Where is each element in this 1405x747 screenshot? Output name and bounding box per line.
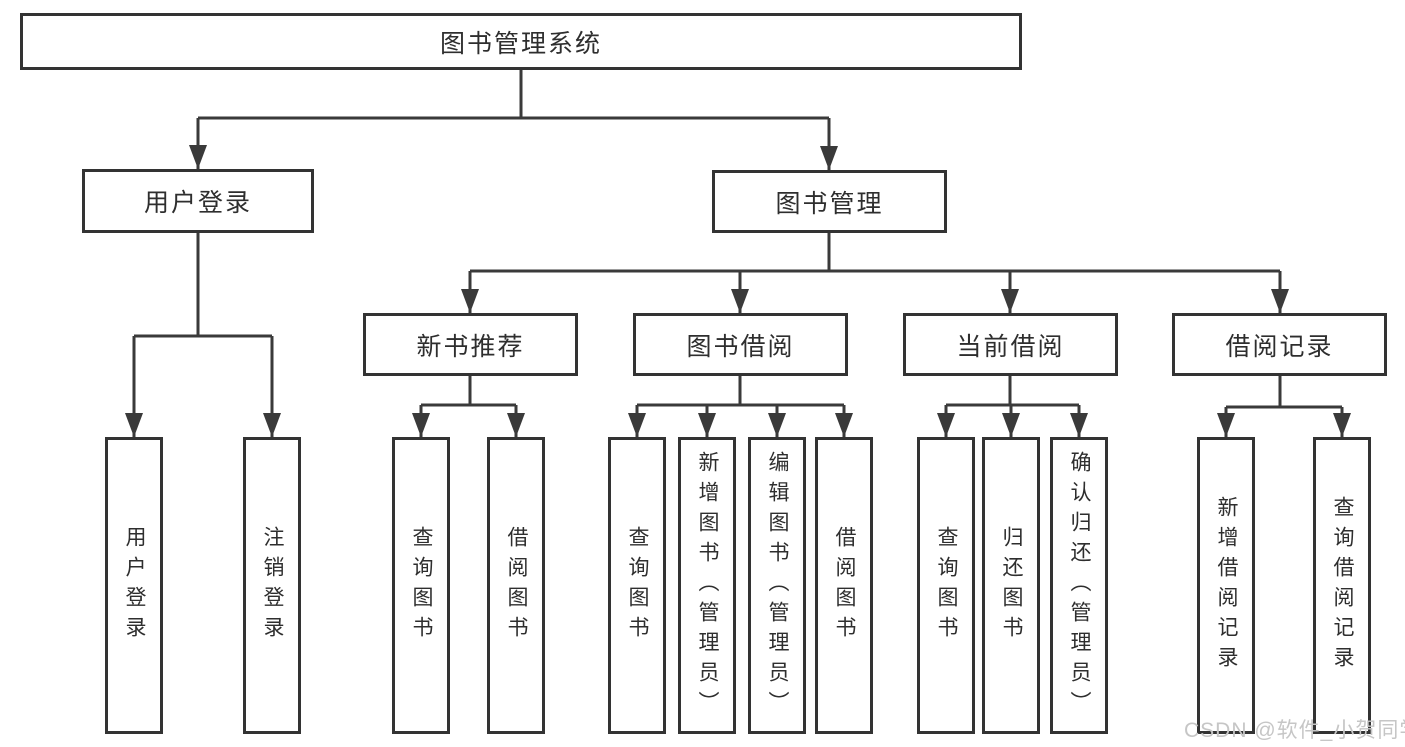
node-book-borrow: 图书借阅 <box>633 313 848 376</box>
node-new-book-recommend: 新书推荐 <box>363 313 578 376</box>
watermark-text: CSDN @软件_小贺同学 <box>1184 719 1405 742</box>
node-leaf-query-books-borrow: 查询图书 <box>608 437 666 734</box>
node-leaf-query-borrow-record: 查询借阅记录 <box>1313 437 1371 734</box>
node-user-login-branch: 用户登录 <box>82 169 314 233</box>
connector-new-book-recommend <box>412 376 525 437</box>
node-current-borrow: 当前借阅 <box>903 313 1118 376</box>
connector-root <box>189 70 838 170</box>
node-leaf-borrow-books-recommend: 借阅图书 <box>487 437 545 734</box>
node-borrow-records: 借阅记录 <box>1172 313 1387 376</box>
connector-book-management <box>461 233 1289 313</box>
node-book-management-branch: 图书管理 <box>712 170 947 233</box>
node-leaf-query-books-current: 查询图书 <box>917 437 975 734</box>
node-leaf-confirm-return-admin: 确认归还（管理员） <box>1050 437 1108 734</box>
node-leaf-borrow-books: 借阅图书 <box>815 437 873 734</box>
node-library-management-system: 图书管理系统 <box>20 13 1022 70</box>
node-leaf-logout: 注销登录 <box>243 437 301 734</box>
node-leaf-add-book-admin: 新增图书（管理员） <box>678 437 736 734</box>
node-leaf-edit-book-admin: 编辑图书（管理员） <box>748 437 806 734</box>
node-leaf-query-books-recommend: 查询图书 <box>392 437 450 734</box>
node-leaf-add-borrow-record: 新增借阅记录 <box>1197 437 1255 734</box>
connector-current-borrow <box>937 376 1088 437</box>
connector-user-login <box>125 233 281 437</box>
connector-book-borrow <box>628 376 853 437</box>
node-leaf-user-login: 用户登录 <box>105 437 163 734</box>
connector-borrow-records <box>1217 376 1351 437</box>
node-leaf-return-book: 归还图书 <box>982 437 1040 734</box>
